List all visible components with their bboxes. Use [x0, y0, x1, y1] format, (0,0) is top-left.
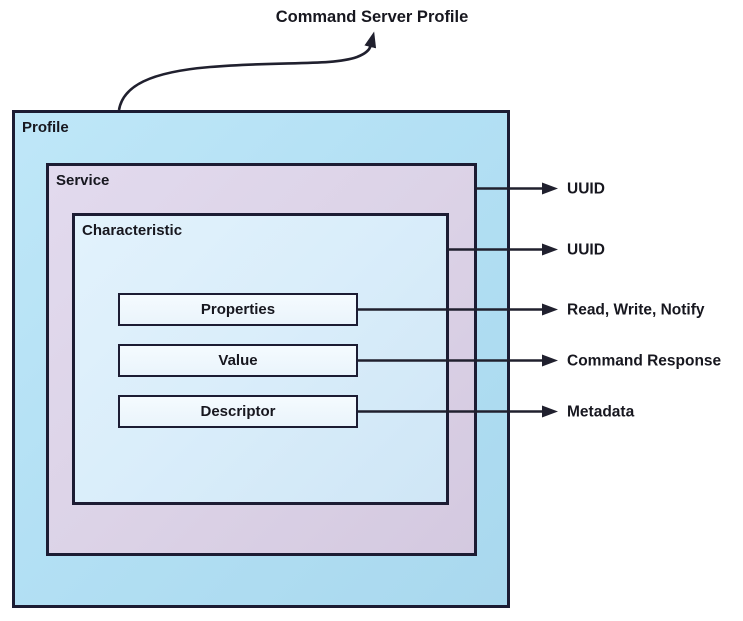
service-box: Service Characteristic Properties Value … — [46, 163, 477, 556]
profile-label: Profile — [22, 119, 69, 136]
properties-box: Properties — [118, 293, 358, 326]
characteristic-box: Characteristic Properties Value Descript… — [72, 213, 449, 505]
diagram-title: Command Server Profile — [275, 8, 469, 26]
descriptor-box: Descriptor — [118, 395, 358, 428]
properties-label: Properties — [200, 301, 276, 318]
annotation-characteristic-uuid: UUID — [567, 240, 605, 258]
annotation-properties: Read, Write, Notify — [567, 300, 705, 318]
value-label: Value — [218, 352, 258, 369]
annotation-descriptor: Metadata — [567, 402, 635, 420]
service-label: Service — [56, 172, 110, 189]
profile-box: Profile Service Characteristic Propertie… — [12, 110, 510, 608]
annotation-service-uuid: UUID — [567, 179, 605, 197]
annotation-value: Command Response — [567, 351, 722, 369]
descriptor-label: Descriptor — [200, 403, 276, 420]
characteristic-label: Characteristic — [82, 222, 183, 239]
profile-title-arrow — [117, 31, 377, 111]
value-box: Value — [118, 344, 358, 377]
